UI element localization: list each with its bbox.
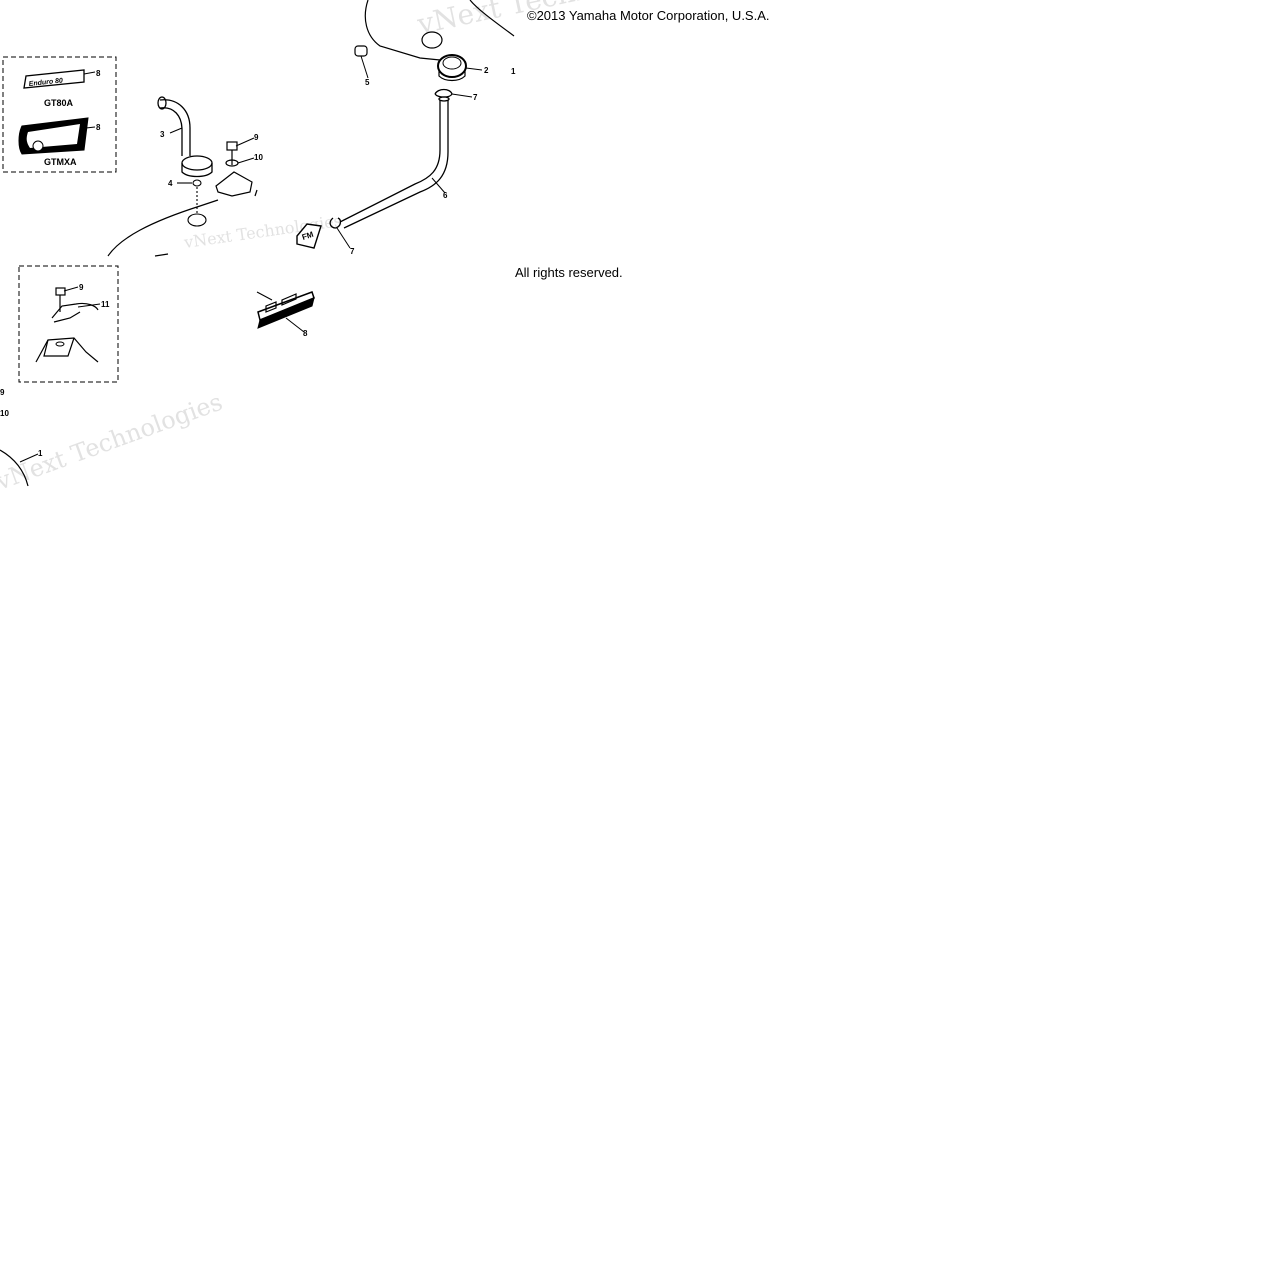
fuel-cap <box>437 54 483 82</box>
emblem-inset: Enduro 80 GT80A GTMXA <box>2 56 117 173</box>
model-label-gtmxa: GTMXA <box>44 157 77 167</box>
tank-bracket <box>215 137 255 197</box>
callout-4: 4 <box>168 179 173 188</box>
callout-7: 7 <box>350 247 355 256</box>
callout-11: 11 <box>101 300 110 309</box>
emblem-text: Enduro 80 <box>28 77 63 88</box>
callout-5: 5 <box>365 78 370 87</box>
callout-1: 1 <box>511 67 516 76</box>
fm-tag-label: FM <box>301 230 315 242</box>
callout-9: 9 <box>79 283 84 292</box>
callout-8: 8 <box>96 123 101 132</box>
copyright-notice: ©2013 Yamaha Motor Corporation, U.S.A. <box>527 8 770 23</box>
bracket-inset <box>18 265 119 383</box>
breather-pipe <box>157 96 213 178</box>
overflow-tube <box>339 96 450 229</box>
callout-6: 6 <box>443 191 448 200</box>
callout-8: 8 <box>96 69 101 78</box>
watermark-group: vNext Technologies vNext Technologies vN… <box>0 0 694 496</box>
fuel-tank <box>364 0 515 61</box>
callout-2: 2 <box>484 66 489 75</box>
callout-1: 1 <box>38 449 43 458</box>
fm-tag: FM <box>296 223 322 249</box>
model-label-gt80a: GT80A <box>44 98 74 108</box>
hose-clip <box>329 88 473 249</box>
callout-10: 10 <box>0 409 9 418</box>
callout-7: 7 <box>473 93 478 102</box>
watermark-text: vNext Technologies <box>0 388 226 496</box>
callout-numbers: 2 1 7 5 6 7 3 4 9 10 8 8 9 11 8 9 10 1 <box>0 66 516 458</box>
tank-outline <box>107 189 258 257</box>
grommet <box>177 179 207 227</box>
side-cover <box>0 449 39 487</box>
callout-8: 8 <box>303 329 308 338</box>
callout-9: 9 <box>0 388 5 397</box>
rights-notice: All rights reserved. <box>515 265 623 280</box>
number-emblem <box>256 291 315 333</box>
callout-10: 10 <box>254 153 263 162</box>
callout-3: 3 <box>160 130 165 139</box>
fuel-cock <box>354 45 369 79</box>
callout-9: 9 <box>254 133 259 142</box>
